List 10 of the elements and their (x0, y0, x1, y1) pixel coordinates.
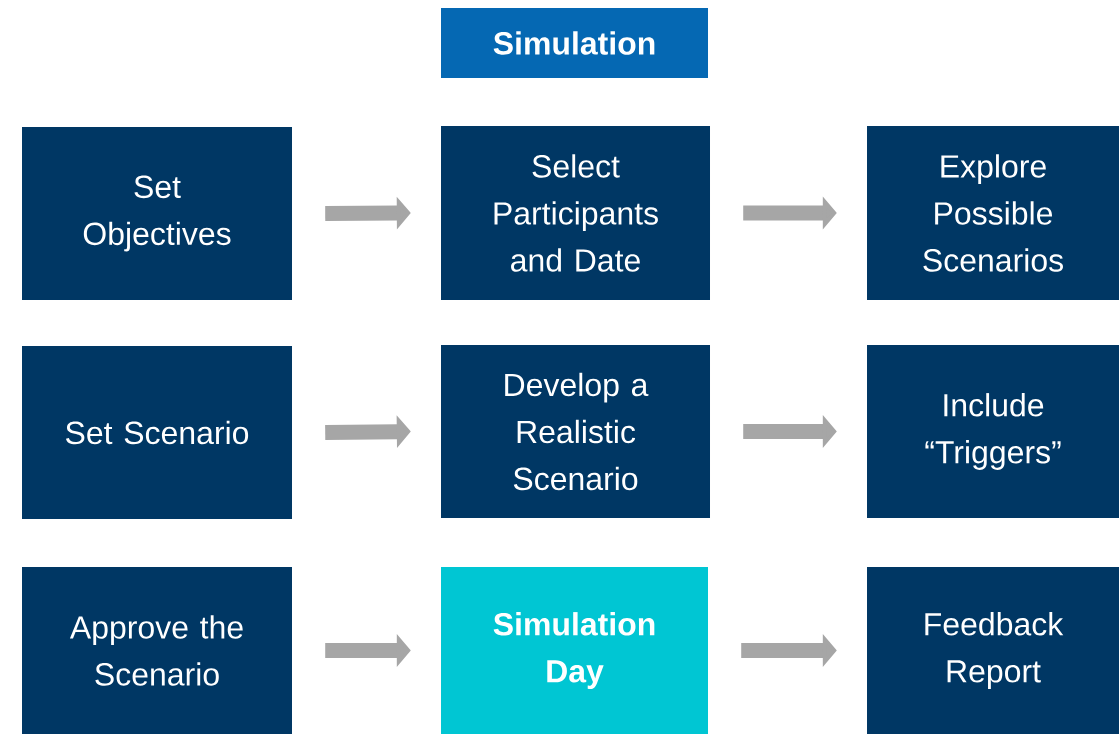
step-box: Set Objectives (22, 127, 292, 300)
step-box: Select Participants and Date (441, 126, 710, 300)
step-box: Explore Possible Scenarios (867, 126, 1119, 300)
highlighted-step-box: Simulation Day (441, 567, 708, 734)
step-box: Feedback Report (867, 567, 1119, 734)
step-box: Develop a Realistic Scenario (441, 345, 710, 518)
step-box: Include “Triggers” (867, 345, 1119, 518)
step-box: Set Scenario (22, 346, 292, 519)
header-box: Simulation (441, 8, 708, 78)
step-box: Approve the Scenario (22, 567, 292, 734)
